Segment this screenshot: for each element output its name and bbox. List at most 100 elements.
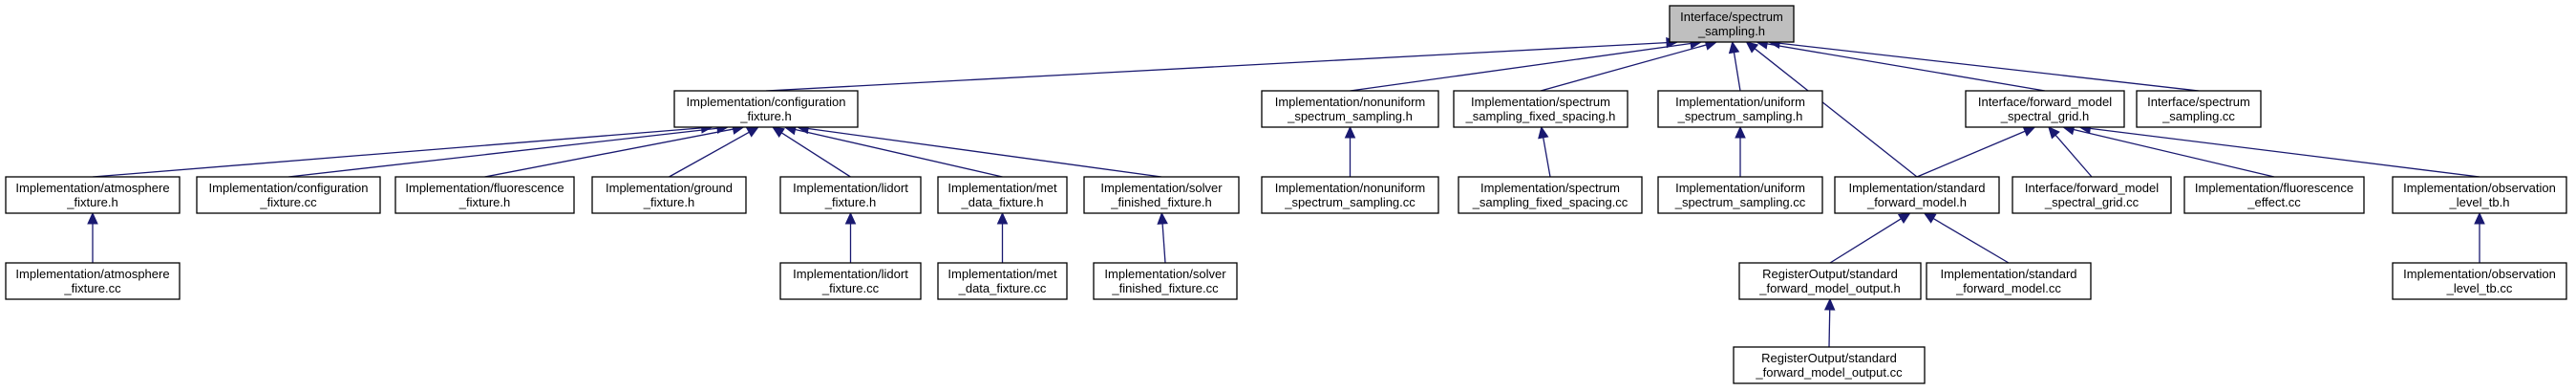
graph-node-atmosphere-fixture-cc[interactable]: Implementation/atmosphere_fixture.cc bbox=[5, 262, 181, 300]
node-box bbox=[1261, 90, 1439, 128]
node-box bbox=[2012, 176, 2172, 214]
node-box bbox=[394, 176, 575, 214]
dependency-edge bbox=[1745, 41, 1918, 178]
graph-node-nonuniform-h[interactable]: Implementation/nonuniform_spectrum_sampl… bbox=[1261, 90, 1439, 128]
node-label-line: _spectrum_sampling.h bbox=[1677, 109, 1803, 123]
edge-line bbox=[1829, 218, 1902, 264]
node-box bbox=[2392, 176, 2567, 214]
node-label-line: _finished_fixture.h bbox=[1110, 195, 1212, 209]
node-label-line: _fixture.h bbox=[824, 195, 876, 209]
graph-node-config-fixture-h[interactable]: Implementation/configuration_fixture.h bbox=[673, 90, 859, 128]
dependency-edge bbox=[2062, 124, 2275, 178]
edge-line bbox=[2073, 128, 2275, 178]
edge-line bbox=[2090, 127, 2480, 178]
node-label-line: _effect.cc bbox=[2246, 195, 2301, 209]
edge-line bbox=[1733, 52, 1741, 92]
node-label-line: _data_fixture.cc bbox=[958, 281, 1047, 295]
node-box bbox=[591, 176, 747, 214]
dependency-edge bbox=[1728, 40, 1741, 92]
node-label-line: Implementation/lidort bbox=[793, 181, 908, 195]
edge-line bbox=[669, 131, 750, 178]
node-label-line: Implementation/standard bbox=[1940, 267, 2076, 281]
graph-node-fm-spectral-grid-cc[interactable]: Interface/forward_model_spectral_grid.cc bbox=[2012, 176, 2172, 214]
graph-node-atmosphere-fixture-h[interactable]: Implementation/atmosphere_fixture.h bbox=[5, 176, 181, 214]
graph-node-lidort-fixture-h[interactable]: Implementation/lidort_fixture.h bbox=[779, 176, 922, 214]
graph-node-met-data-fixture-cc[interactable]: Implementation/met_data_fixture.cc bbox=[937, 262, 1068, 300]
graph-node-uniform-h[interactable]: Implementation/uniform_spectrum_sampling… bbox=[1657, 90, 1823, 128]
dependency-edge bbox=[92, 122, 713, 178]
edge-line bbox=[287, 127, 718, 178]
graph-node-config-fixture-cc[interactable]: Implementation/configuration_fixture.cc bbox=[196, 176, 381, 214]
node-box bbox=[5, 262, 181, 300]
graph-node-fixed-spacing-cc[interactable]: Implementation/spectrum_sampling_fixed_s… bbox=[1458, 176, 1643, 214]
dependency-edge bbox=[1916, 126, 2036, 178]
edge-line bbox=[1778, 42, 2200, 92]
node-box bbox=[779, 176, 922, 214]
node-box bbox=[1261, 176, 1439, 214]
node-label-line: _fixture.cc bbox=[259, 195, 317, 209]
dependency-edge bbox=[1538, 125, 1551, 178]
dependency-edge bbox=[1157, 211, 1168, 264]
edge-line bbox=[781, 132, 851, 178]
graph-node-std-fm-h[interactable]: Implementation/standard_forward_model.h bbox=[1834, 176, 2000, 214]
graph-node-root: Interface/spectrum_sampling.h bbox=[1669, 5, 1795, 43]
graph-node-nonuniform-cc[interactable]: Implementation/nonuniform_spectrum_sampl… bbox=[1261, 176, 1439, 214]
dependency-edge bbox=[1823, 297, 1836, 348]
node-box bbox=[1083, 176, 1240, 214]
graph-node-met-data-fixture-h[interactable]: Implementation/met_data_fixture.h bbox=[937, 176, 1068, 214]
graph-node-lidort-fixture-cc[interactable]: Implementation/lidort_fixture.cc bbox=[779, 262, 922, 300]
node-label-line: Implementation/met bbox=[947, 267, 1057, 281]
dependency-edge bbox=[1829, 212, 1911, 264]
graph-node-std-fm-cc[interactable]: Implementation/standard_forward_model.cc bbox=[1926, 262, 2092, 300]
edge-line bbox=[92, 127, 702, 178]
node-box bbox=[2392, 262, 2567, 300]
graph-node-fixed-spacing-h[interactable]: Implementation/spectrum_sampling_fixed_s… bbox=[1453, 90, 1629, 128]
node-label-line: _forward_model.h bbox=[1866, 195, 1967, 209]
graph-node-uniform-cc[interactable]: Implementation/uniform_spectrum_sampling… bbox=[1657, 176, 1823, 214]
arrowhead-icon bbox=[996, 211, 1009, 225]
arrowhead-icon bbox=[1897, 212, 1911, 224]
node-label-line: _forward_model.cc bbox=[1955, 281, 2061, 295]
dependency-edge bbox=[1735, 125, 1746, 177]
node-box bbox=[937, 262, 1068, 300]
arrowhead-icon bbox=[746, 126, 759, 138]
graph-node-fm-spectral-grid-h[interactable]: Interface/forward_model_spectral_grid.h bbox=[1965, 90, 2125, 128]
graph-node-obs-level-tb-cc[interactable]: Implementation/observation_level_tb.cc bbox=[2392, 262, 2567, 300]
node-label-line: RegisterOutput/standard bbox=[1762, 267, 1898, 281]
node-label-line: _level_tb.cc bbox=[2446, 281, 2513, 295]
node-label-line: Implementation/spectrum bbox=[1480, 181, 1620, 195]
graph-node-reg-std-fm-output-cc[interactable]: RegisterOutput/standard_forward_model_ou… bbox=[1733, 346, 1926, 384]
edge-line bbox=[1543, 137, 1551, 178]
node-label-line: _fixture.h bbox=[643, 195, 694, 209]
node-box bbox=[196, 176, 381, 214]
dependency-edge bbox=[2078, 122, 2480, 178]
graph-node-obs-level-tb-h[interactable]: Implementation/observation_level_tb.h bbox=[2392, 176, 2567, 214]
node-label-line: _forward_model_output.h bbox=[1758, 281, 1900, 295]
node-box bbox=[1458, 176, 1643, 214]
node-label-line: Implementation/nonuniform bbox=[1275, 181, 1426, 195]
node-box bbox=[2183, 176, 2365, 214]
graph-node-solver-fixture-cc[interactable]: Implementation/solver_finished_fixture.c… bbox=[1093, 262, 1238, 300]
node-box bbox=[673, 90, 859, 128]
arrowhead-icon bbox=[87, 211, 98, 225]
graph-node-fluorescence-effect-cc[interactable]: Implementation/fluorescence_effect.cc bbox=[2183, 176, 2365, 214]
graph-node-reg-std-fm-output-h[interactable]: RegisterOutput/standard_forward_model_ou… bbox=[1738, 262, 1922, 300]
dependency-edge bbox=[996, 211, 1009, 263]
edge-line bbox=[2054, 134, 2093, 178]
graph-node-solver-fixture-h[interactable]: Implementation/solver_finished_fixture.h bbox=[1083, 176, 1240, 214]
node-label-line: _finished_fixture.cc bbox=[1111, 281, 1219, 295]
graph-node-ground-fixture-h[interactable]: Implementation/ground_fixture.h bbox=[591, 176, 747, 214]
graph-node-spectrum-sampling-cc[interactable]: Interface/spectrum_sampling.cc bbox=[2136, 90, 2262, 128]
arrowhead-icon bbox=[1735, 125, 1746, 139]
edge-line bbox=[795, 128, 1003, 178]
graph-node-fluorescence-fixture-h[interactable]: Implementation/fluorescence_fixture.h bbox=[394, 176, 575, 214]
node-label-line: Implementation/solver bbox=[1100, 181, 1223, 195]
node-box bbox=[1093, 262, 1238, 300]
node-box bbox=[1657, 176, 1823, 214]
arrowhead-icon bbox=[1157, 211, 1168, 225]
node-box bbox=[1657, 90, 1823, 128]
node-box bbox=[779, 262, 922, 300]
node-label-line: Implementation/standard bbox=[1848, 181, 1985, 195]
dependency-edge bbox=[1756, 38, 2046, 92]
node-label-line: Implementation/fluorescence bbox=[405, 181, 564, 195]
